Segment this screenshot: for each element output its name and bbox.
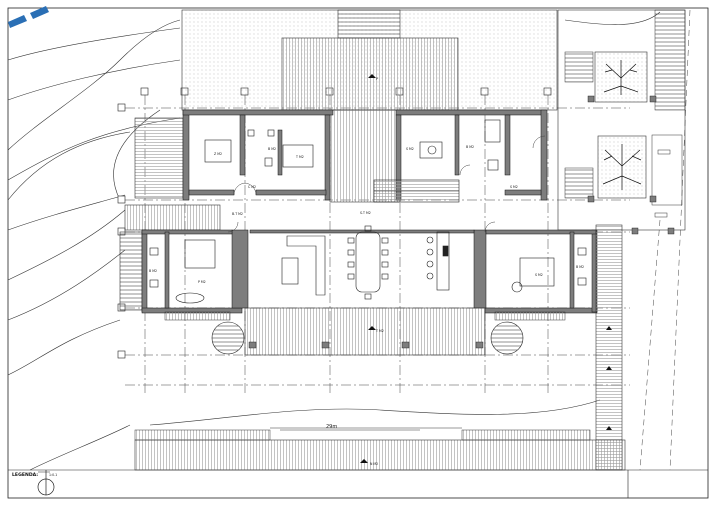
- spiral-stairs: [211, 321, 524, 355]
- room-furniture: [149, 119, 587, 304]
- east-wing: [557, 9, 686, 235]
- legend-code: 1:0.1: [49, 473, 57, 477]
- room-label: P: [376, 77, 378, 81]
- room-label: B M2: [268, 147, 276, 151]
- tree-icon: [603, 60, 639, 95]
- room-label: T M2: [375, 329, 384, 333]
- dimension-label: 29m: [326, 424, 337, 430]
- room-label: B M2: [576, 265, 584, 269]
- east-ramp: [595, 9, 691, 471]
- dining-chairs: [347, 225, 389, 300]
- dimension: 29m: [280, 424, 420, 431]
- room-label: B.T M2: [232, 212, 243, 216]
- room-label: S M2: [510, 185, 518, 189]
- north-forecourt: [181, 9, 558, 203]
- legend: LEGENDA: 1:0.1: [12, 470, 57, 496]
- interior-stair: [373, 179, 460, 203]
- building-walls: [141, 109, 598, 314]
- room-label: S M2: [535, 273, 543, 277]
- living-furniture: [281, 225, 450, 300]
- door-swings: [227, 135, 546, 233]
- room-label: B M2: [149, 269, 157, 273]
- room-labels: Z M2 B M2 T M2 S M2 B M2 C M2 S.T M2 S M…: [149, 77, 584, 466]
- accent-stroke: [8, 6, 49, 28]
- bar-stools: [426, 236, 434, 280]
- room-label: C M2: [248, 185, 256, 189]
- south-terrace: [164, 307, 566, 356]
- south-strip: [134, 427, 626, 471]
- tree-icon: [602, 144, 642, 190]
- room-label: Z M2: [214, 152, 222, 156]
- room-label: S.T M2: [360, 211, 371, 215]
- room-label: N M2: [370, 462, 378, 466]
- terrain-contours: [7, 11, 661, 471]
- room-label: S M2: [406, 147, 414, 151]
- room-label: T M2: [295, 155, 304, 159]
- room-label: P M2: [198, 280, 206, 284]
- room-label: B M2: [466, 145, 474, 149]
- legend-label: LEGENDA:: [12, 472, 38, 478]
- west-deck: [119, 117, 221, 311]
